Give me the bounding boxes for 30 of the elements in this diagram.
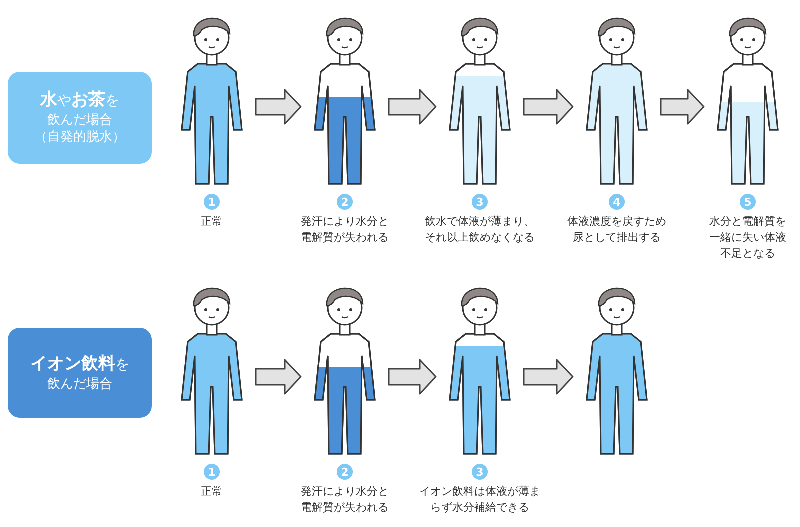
block-arrow xyxy=(255,89,302,125)
step-caption: 正常 xyxy=(200,484,224,500)
step-caption: 正常 xyxy=(200,214,224,230)
step-caption: 飲水で体液が薄まり、それ以上飲めなくなる xyxy=(424,214,536,246)
block-arrow xyxy=(255,359,302,395)
heading-text: イオン飲料を xyxy=(30,352,130,376)
step-number: 3 xyxy=(472,464,488,480)
step-caption: 体液濃度を戻すため尿として排出する xyxy=(566,214,668,246)
step-number: 5 xyxy=(740,194,756,210)
heading-text: （自発的脱水） xyxy=(34,129,126,148)
heading-text: 飲んだ場合 xyxy=(48,112,112,130)
step-caption: イオン飲料は体液が薄まらず水分補給できる xyxy=(418,484,542,516)
block-arrow xyxy=(523,89,574,125)
heading-text: 水やお茶を xyxy=(40,88,120,112)
step-number: 2 xyxy=(337,464,353,480)
step-caption: 発汗により水分と電解質が失われる xyxy=(300,214,390,246)
block-arrow xyxy=(388,359,437,395)
heading-panel xyxy=(8,72,152,164)
block-arrow xyxy=(523,359,574,395)
step-number: 4 xyxy=(609,194,625,210)
heading-text: 飲んだ場合 xyxy=(48,376,112,394)
block-arrow xyxy=(660,89,705,125)
step-number: 2 xyxy=(337,194,353,210)
step-caption: 発汗により水分と電解質が失われる xyxy=(300,484,390,516)
block-arrow xyxy=(388,89,437,125)
heading-panel xyxy=(8,328,152,418)
step-number: 1 xyxy=(204,194,220,210)
step-caption: 水分と電解質を一緒に失い体液不足となる xyxy=(708,214,788,262)
step-number: 3 xyxy=(472,194,488,210)
step-number: 1 xyxy=(204,464,220,480)
